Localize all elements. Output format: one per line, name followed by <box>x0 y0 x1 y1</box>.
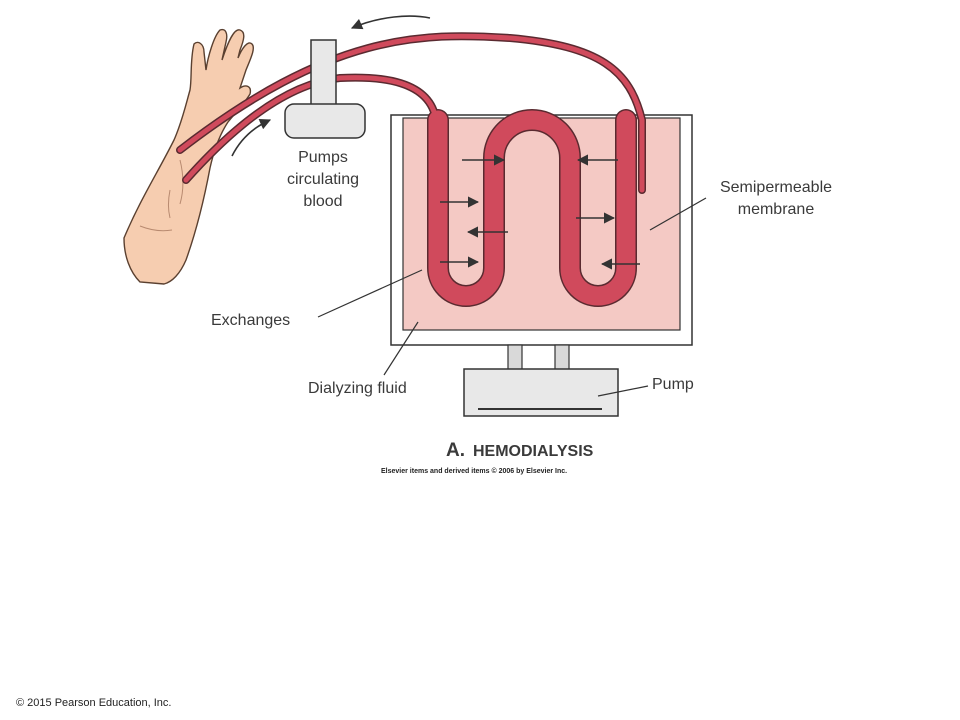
exchange-arrows <box>440 154 640 270</box>
pump-top-label-line2: circulating <box>287 171 359 188</box>
dialyzing-fluid-label: Dialyzing fluid <box>308 380 407 397</box>
elsevier-credit: Elsevier items and derived items © 2006 … <box>381 467 567 475</box>
flow-arrow-left <box>231 118 272 157</box>
flow-arrow-top <box>350 15 431 30</box>
pump-top-label-line3: blood <box>303 193 342 210</box>
arm-illustration <box>123 28 255 285</box>
top-pump <box>284 39 366 139</box>
membrane-label-line2: membrane <box>738 201 815 218</box>
pump-connectors <box>507 344 570 371</box>
flow-arrows <box>231 15 431 157</box>
leader-exchanges <box>317 269 423 318</box>
title-word: HEMODIALYSIS <box>473 443 594 460</box>
figure-title: A. HEMODIALYSIS <box>446 440 594 461</box>
pump-top-label-line1: Pumps <box>298 149 348 166</box>
membrane-label-line1: Semipermeable <box>720 179 832 196</box>
exchanges-label: Exchanges <box>211 312 290 329</box>
title-letter: A. <box>446 440 465 461</box>
pump-bottom-label: Pump <box>652 376 694 393</box>
leader-membrane <box>649 197 707 231</box>
bottom-pump <box>463 368 619 417</box>
copyright-notice: © 2015 Pearson Education, Inc. <box>16 697 172 709</box>
blood-tubing <box>176 32 646 307</box>
leader-pump <box>597 385 649 397</box>
leader-lines <box>317 197 707 397</box>
leader-dialyzing-fluid <box>383 321 419 376</box>
